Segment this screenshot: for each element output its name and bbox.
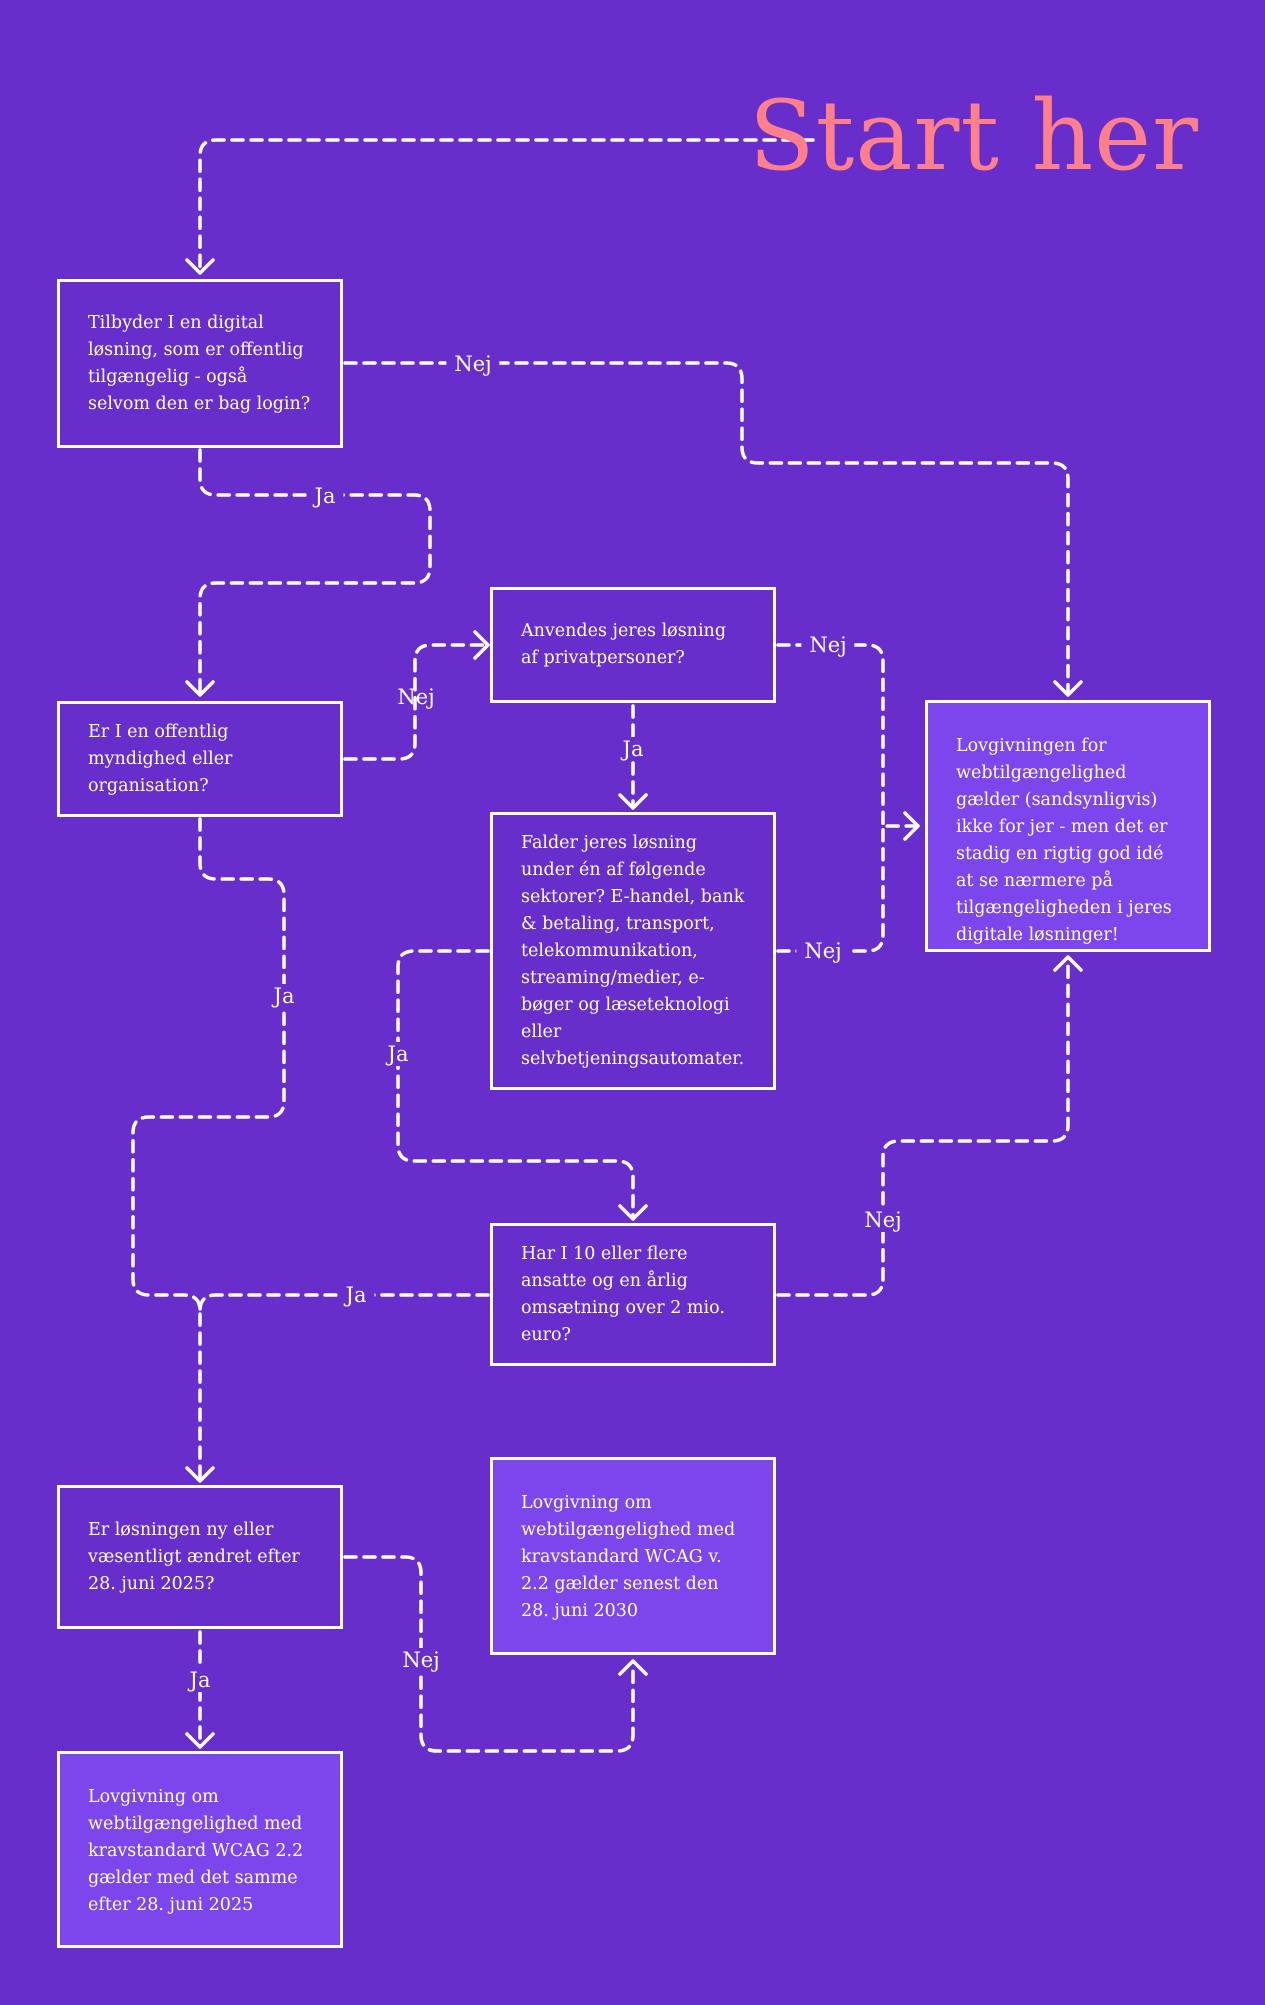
label-sectors-no: Nej xyxy=(796,939,850,963)
question-private-persons: Anvendes jeres løsning af privatpersoner… xyxy=(490,587,776,703)
label-private-yes: Ja xyxy=(614,737,652,761)
question-new-solution: Er løsningen ny eller væsentligt ændret … xyxy=(57,1485,343,1629)
edge-start-to-public xyxy=(198,138,815,272)
question-sectors-text: Falder jeres løsning under én af følgend… xyxy=(521,832,745,1069)
question-private-persons-text: Anvendes jeres løsning af privatpersoner… xyxy=(521,621,727,668)
result-deadline-2030-text: Lovgivning om webtilgængelighed med krav… xyxy=(521,1493,736,1621)
edge-size-yes xyxy=(198,1293,490,1313)
arrowhead xyxy=(473,630,490,660)
question-sectors: Falder jeres løsning under én af følgend… xyxy=(490,812,776,1090)
edge-size-no xyxy=(776,958,1070,1297)
label-public-yes: Ja xyxy=(306,484,344,508)
arrowhead xyxy=(1053,955,1083,972)
page-title: Start her xyxy=(748,80,1199,192)
label-private-no: Nej xyxy=(801,633,855,657)
question-public-solution: Tilbyder I en digital løsning, som er of… xyxy=(57,279,343,448)
arrowhead xyxy=(185,680,215,697)
edge-public-yes xyxy=(198,448,432,694)
result-applies-immediately: Lovgivning om webtilgængelighed med krav… xyxy=(57,1751,343,1948)
question-company-size-text: Har I 10 eller flere ansatte og en årlig… xyxy=(521,1243,725,1345)
label-new-no: Nej xyxy=(394,1648,448,1672)
edge-private-no xyxy=(776,643,885,828)
edge-authority-no xyxy=(343,643,488,761)
arrowhead xyxy=(185,1466,215,1483)
edge-sectors-yes xyxy=(396,949,635,1218)
question-public-solution-text: Tilbyder I en digital løsning, som er of… xyxy=(88,312,311,414)
result-deadline-2030: Lovgivning om webtilgængelighed med krav… xyxy=(490,1457,776,1655)
arrowhead xyxy=(618,793,648,810)
edge-new-no xyxy=(343,1555,635,1753)
edge-sectors-no xyxy=(776,824,917,953)
result-not-applicable-text: Lovgivningen for webtilgængelighed gælde… xyxy=(956,736,1172,945)
arrowhead xyxy=(185,1732,215,1749)
question-new-solution-text: Er løsningen ny eller væsentligt ændret … xyxy=(88,1519,300,1594)
label-sectors-yes: Ja xyxy=(379,1042,417,1066)
edge-public-no xyxy=(343,361,1070,694)
label-authority-no: Nej xyxy=(397,685,435,709)
label-size-yes: Ja xyxy=(337,1283,375,1307)
arrowhead xyxy=(618,1204,648,1221)
arrowhead xyxy=(618,1659,648,1676)
question-public-authority-text: Er I en offentlig myndighed eller organi… xyxy=(88,721,233,796)
question-public-authority: Er I en offentlig myndighed eller organi… xyxy=(57,701,343,817)
question-company-size: Har I 10 eller flere ansatte og en årlig… xyxy=(490,1223,776,1366)
label-new-yes: Ja xyxy=(181,1668,219,1692)
result-not-applicable: Lovgivningen for webtilgængelighed gælde… xyxy=(925,700,1211,952)
arrowhead xyxy=(1053,680,1083,697)
arrowhead xyxy=(903,811,920,841)
result-applies-immediately-text: Lovgivning om webtilgængelighed med krav… xyxy=(88,1787,304,1915)
label-authority-yes: Ja xyxy=(265,984,303,1008)
edge-authority-yes xyxy=(131,817,286,1480)
arrowhead xyxy=(185,258,215,275)
label-public-no: Nej xyxy=(446,352,500,376)
label-size-no: Nej xyxy=(856,1208,910,1232)
